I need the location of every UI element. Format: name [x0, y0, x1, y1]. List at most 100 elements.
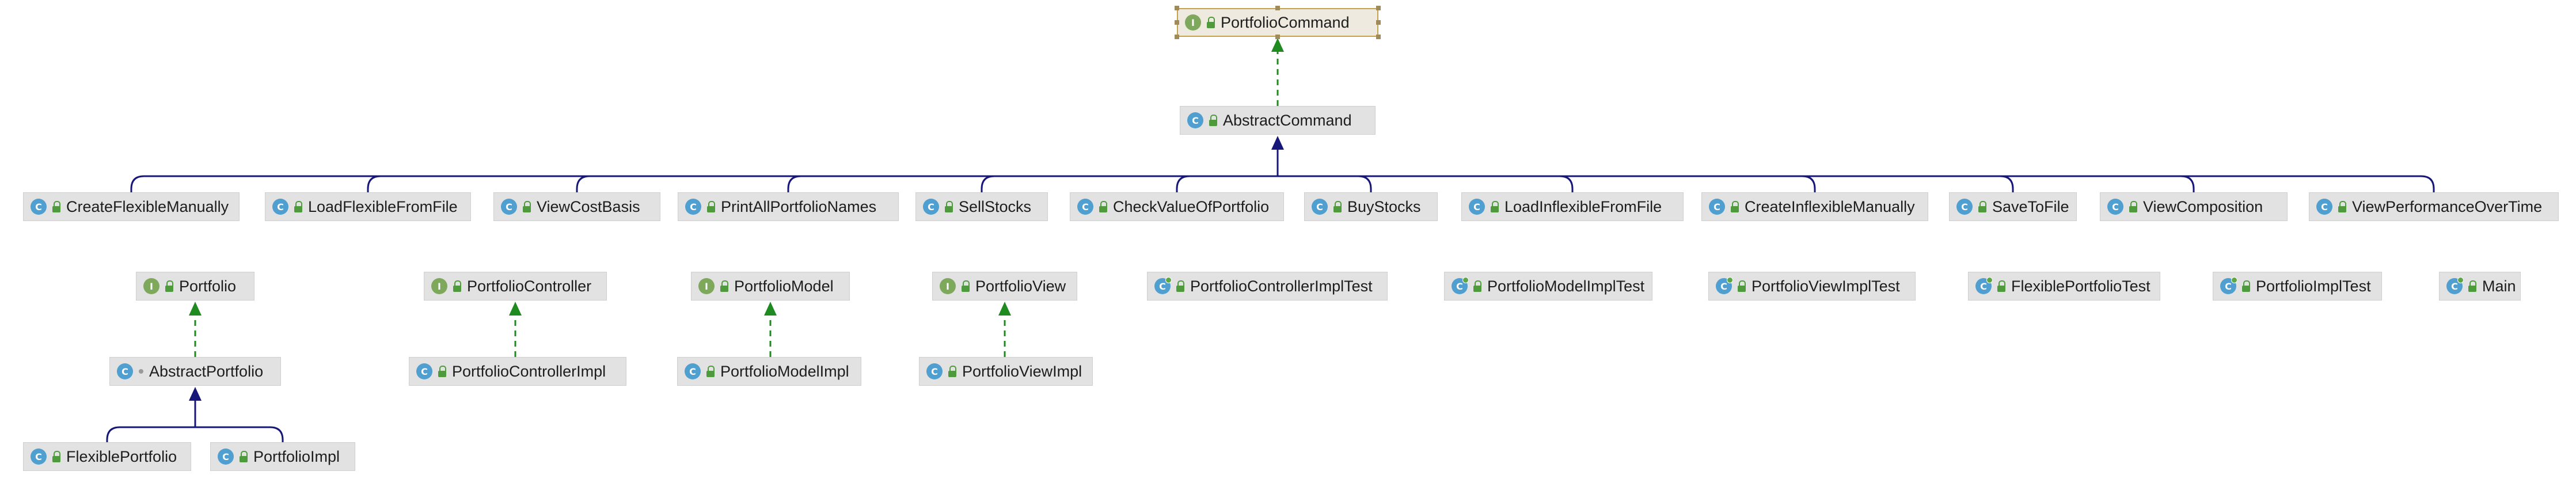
- node-label: PortfolioCommand: [1221, 13, 1350, 31]
- selection-handle[interactable]: [1175, 35, 1179, 39]
- edge-extends: [787, 150, 1279, 192]
- node-label: LoadInflexibleFromFile: [1504, 197, 1662, 215]
- node-label: SaveToFile: [1992, 197, 2069, 215]
- public-lock-icon: [438, 366, 446, 377]
- node-label: SellStocks: [959, 197, 1032, 215]
- edge-extends: [1276, 150, 1372, 192]
- package-visibility-icon: [139, 366, 143, 377]
- interface-icon: I: [698, 278, 715, 294]
- class-icon: C: [685, 199, 701, 215]
- node-portfolio-controller-impl[interactable]: C PortfolioControllerImpl: [409, 357, 626, 386]
- test-class-icon: C: [1452, 277, 1469, 294]
- public-lock-icon: [523, 201, 531, 212]
- node-label: PortfolioImpl: [253, 447, 340, 465]
- edge-extends: [1176, 150, 1279, 192]
- selection-handle[interactable]: [1376, 6, 1381, 10]
- selection-handle[interactable]: [1376, 20, 1381, 25]
- node-load-flexible-from-file[interactable]: C LoadFlexibleFromFile: [265, 192, 471, 221]
- class-icon: C: [2316, 199, 2332, 215]
- extends-arrowhead: [1271, 136, 1284, 150]
- class-icon: C: [272, 199, 288, 215]
- edge-extends: [106, 401, 196, 442]
- class-icon: C: [1077, 199, 1093, 215]
- public-lock-icon: [945, 201, 953, 212]
- node-label: PortfolioControllerImplTest: [1190, 277, 1373, 295]
- interface-icon: I: [1185, 14, 1201, 31]
- edge-extends: [1276, 150, 1816, 192]
- public-lock-icon: [1207, 17, 1215, 28]
- node-label: LoadFlexibleFromFile: [308, 197, 458, 215]
- public-lock-icon: [1473, 280, 1481, 292]
- test-class-icon: C: [1716, 277, 1733, 294]
- node-label: BuyStocks: [1347, 197, 1421, 215]
- node-label: PortfolioModel: [734, 277, 834, 295]
- selection-handle[interactable]: [1376, 35, 1381, 39]
- public-lock-icon: [2468, 280, 2476, 292]
- public-lock-icon: [706, 366, 715, 377]
- public-lock-icon: [2338, 201, 2346, 212]
- class-icon: C: [1312, 199, 1328, 215]
- node-label: PortfolioViewImplTest: [1751, 277, 1900, 295]
- public-lock-icon: [1738, 280, 1746, 292]
- public-lock-icon: [1978, 201, 1986, 212]
- class-icon: C: [31, 449, 47, 465]
- node-check-value-of-portfolio[interactable]: C CheckValueOfPortfolio: [1070, 192, 1284, 221]
- class-icon: C: [1187, 112, 1203, 128]
- node-label: PortfolioController: [467, 277, 592, 295]
- public-lock-icon: [1997, 280, 2005, 292]
- node-sell-stocks[interactable]: C SellStocks: [915, 192, 1048, 221]
- class-icon: C: [2107, 199, 2123, 215]
- node-label: FlexiblePortfolioTest: [2011, 277, 2151, 295]
- test-class-icon: C: [1975, 277, 1993, 294]
- node-label: PortfolioModelImpl: [720, 362, 849, 380]
- node-label: PortfolioImplTest: [2256, 277, 2371, 295]
- selection-handle[interactable]: [1275, 6, 1280, 10]
- node-portfolio-command[interactable]: I PortfolioCommand: [1177, 8, 1378, 37]
- class-icon: C: [923, 199, 939, 215]
- selection-handle[interactable]: [1175, 20, 1179, 25]
- public-lock-icon: [948, 366, 956, 377]
- public-lock-icon: [1176, 280, 1184, 292]
- node-portfolio-view-impl-test[interactable]: C PortfolioViewImplTest: [1708, 272, 1916, 301]
- edge-extends: [1276, 150, 2195, 192]
- node-portfolio-model[interactable]: I PortfolioModel: [691, 272, 850, 301]
- node-flexible-portfolio-test[interactable]: C FlexiblePortfolioTest: [1968, 272, 2160, 301]
- node-label: CheckValueOfPortfolio: [1113, 197, 1270, 215]
- edge-extends: [1276, 150, 1574, 192]
- selection-handle[interactable]: [1275, 35, 1280, 39]
- node-buy-stocks[interactable]: C BuyStocks: [1304, 192, 1438, 221]
- class-icon: C: [416, 363, 432, 379]
- selection-handle[interactable]: [1175, 6, 1179, 10]
- edge-extends: [1276, 150, 2014, 192]
- edge-extends: [576, 150, 1279, 192]
- edge-extends: [981, 150, 1279, 192]
- node-label: PortfolioControllerImpl: [452, 362, 606, 380]
- public-lock-icon: [52, 201, 60, 212]
- test-class-icon: C: [2446, 277, 2464, 294]
- implements-arrowhead: [509, 302, 522, 316]
- node-label: PortfolioViewImpl: [962, 362, 1082, 380]
- public-lock-icon: [1209, 115, 1217, 126]
